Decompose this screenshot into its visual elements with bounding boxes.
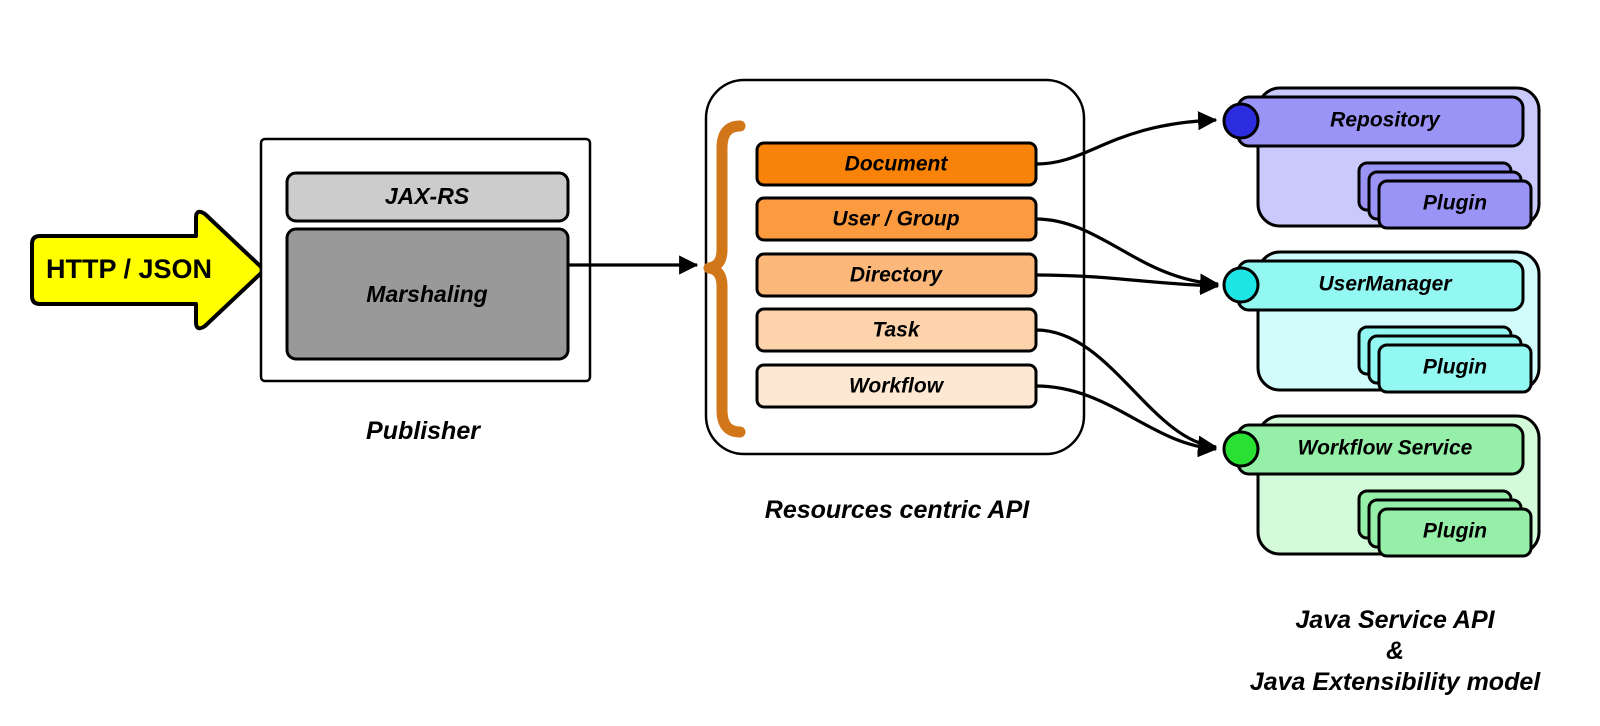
workflowservice-label: Workflow Service bbox=[1298, 437, 1473, 460]
jaxrs-label: JAX-RS bbox=[385, 183, 470, 209]
api-brace bbox=[703, 120, 746, 438]
repository-label: Repository bbox=[1330, 109, 1441, 132]
connector-document-to-repository bbox=[1035, 111, 1218, 166]
resource-label-task: Task bbox=[872, 319, 920, 342]
connector-workflow-to-workflowservice bbox=[1035, 384, 1218, 458]
api-caption: Resources centric API bbox=[765, 496, 1031, 524]
publisher-group: JAX-RS Marshaling Publisher bbox=[259, 137, 592, 445]
connector-task-to-workflowservice bbox=[1035, 328, 1218, 455]
usermanager-plugin-label: Plugin bbox=[1423, 356, 1487, 379]
repository-plugin-card-front[interactable] bbox=[1377, 179, 1533, 230]
service-panel-repository: Repository Plugin bbox=[1222, 86, 1541, 230]
service-panel-workflow-service: Workflow Service Plugin bbox=[1222, 414, 1541, 558]
repository-port-icon[interactable] bbox=[1222, 102, 1260, 140]
connector-user-group-to-usermanager bbox=[1035, 217, 1220, 293]
http-json-label: HTTP / JSON bbox=[46, 254, 212, 284]
usermanager-port-icon[interactable] bbox=[1222, 266, 1260, 304]
services-caption-line-1: Java Service API bbox=[1295, 606, 1495, 634]
service-connectors bbox=[1035, 111, 1220, 458]
publisher-layer-jaxrs[interactable] bbox=[285, 171, 570, 223]
resource-label-workflow: Workflow bbox=[849, 375, 945, 398]
service-panel-usermanager: UserManager Plugin bbox=[1222, 250, 1541, 394]
workflowservice-port-icon[interactable] bbox=[1222, 430, 1260, 468]
services-caption-line-2: & bbox=[1386, 637, 1404, 665]
services-caption-line-3: Java Extensibility model bbox=[1250, 668, 1541, 696]
resource-label-user-group: User / Group bbox=[832, 208, 959, 231]
marshaling-label: Marshaling bbox=[366, 281, 487, 307]
publisher-caption: Publisher bbox=[366, 417, 481, 445]
connector-directory-to-usermanager bbox=[1035, 273, 1220, 296]
services-caption: Java Service API & Java Extensibility mo… bbox=[1250, 606, 1541, 696]
workflowservice-plugin-card-front[interactable] bbox=[1377, 507, 1533, 558]
resource-list: Document User / Group Directory Task Wor… bbox=[755, 141, 1038, 409]
api-group: Document User / Group Directory Task Wor… bbox=[703, 78, 1086, 524]
usermanager-label: UserManager bbox=[1318, 273, 1453, 296]
http-json-arrow: HTTP / JSON bbox=[30, 209, 264, 331]
resource-label-document: Document bbox=[845, 153, 949, 176]
publisher-layer-marshaling[interactable] bbox=[285, 227, 570, 361]
workflowservice-plugin-label: Plugin bbox=[1423, 520, 1487, 543]
repository-plugin-label: Plugin bbox=[1423, 192, 1487, 215]
usermanager-plugin-card-front[interactable] bbox=[1377, 343, 1533, 394]
resource-label-directory: Directory bbox=[850, 264, 944, 287]
